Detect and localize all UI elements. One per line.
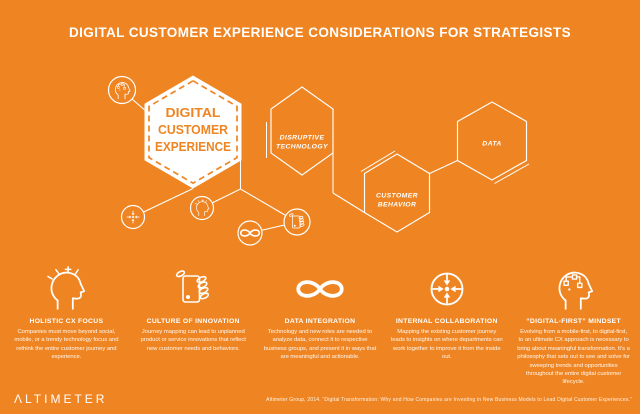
section-title: HOLISTIC CX FOCUS [29,318,104,325]
connector-lines [131,98,458,231]
page-title: DIGITAL CUSTOMER EXPERIENCE CONSIDERATIO… [69,25,571,40]
section-digital-first-mindset: “DIGITAL-FIRST” MINDSET Evolving from a … [517,266,630,387]
section-internal-collaboration: INTERNAL COLLABORATION Mapping the exist… [390,266,503,387]
section-title: DATA INTEGRATION [284,318,356,325]
section-title: INTERNAL COLLABORATION [395,318,498,325]
holistic-cx-head-icon [195,200,209,216]
circle-internal-collaboration [120,204,146,230]
customer-behavior-hexagon [363,153,431,233]
innovation-notes-icon [288,212,305,229]
holistic-cx-head-icon [10,266,123,312]
infinity-icon [264,266,377,312]
disruptive-technology-hexagon [270,86,334,176]
infinity-icon [239,229,261,237]
digital-mindset-head-icon [115,83,130,99]
data-label: DATA [482,141,501,148]
section-body: Companies must move beyond social, mobil… [14,329,119,361]
circle-holistic-cx [189,195,215,221]
center-hexagon-label-line2: CUSTOMER [158,123,228,137]
digital-customer-experience-hexagon [144,75,242,189]
altimeter-logo: ΛLTIMETER [14,392,108,406]
hexagon-accent-lines [266,122,530,184]
center-hexagon-label-line1: DIGITAL [166,106,221,120]
data-hexagon [456,101,528,181]
section-body: Mapping the existing customer journey le… [391,329,503,361]
behavior-label-line1: CUSTOMER [376,193,418,200]
section-body: Journey mapping can lead to unplanned pr… [140,329,246,352]
behavior-label-line2: BEHAVIOR [378,202,417,209]
disruptive-label-line1: DISRUPTIVE [280,135,325,142]
section-data-integration: DATA INTEGRATION Technology and new role… [264,266,377,387]
circle-culture-innovation [283,208,311,236]
section-title: CULTURE OF INNOVATION [146,318,240,325]
circle-digital-mindset [107,75,137,105]
section-culture-of-innovation: CULTURE OF INNOVATION Journey mapping ca… [137,266,250,387]
dashed-hexagon-border [148,79,238,185]
source-citation: Altimeter Group, 2014. “Digital Transfor… [266,397,632,403]
innovation-notes-icon [137,266,250,312]
internal-collaboration-icon [390,266,503,312]
disruptive-label-line2: TECHNOLOGY [276,144,329,151]
section-body: Evolving from a mobile-first, to digital… [517,329,630,386]
section-holistic-cx-focus: HOLISTIC CX FOCUS Companies must move be… [10,266,123,387]
digital-mindset-head-icon [517,266,630,312]
center-hexagon-label-line3: EXPERIENCE [155,140,231,154]
internal-collaboration-icon [126,210,140,224]
circle-data-integration [237,220,263,246]
section-body: Technology and new roles are needed to a… [263,329,377,361]
consideration-sections: HOLISTIC CX FOCUS Companies must move be… [10,266,630,387]
section-title: “DIGITAL-FIRST” MINDSET [526,318,621,325]
